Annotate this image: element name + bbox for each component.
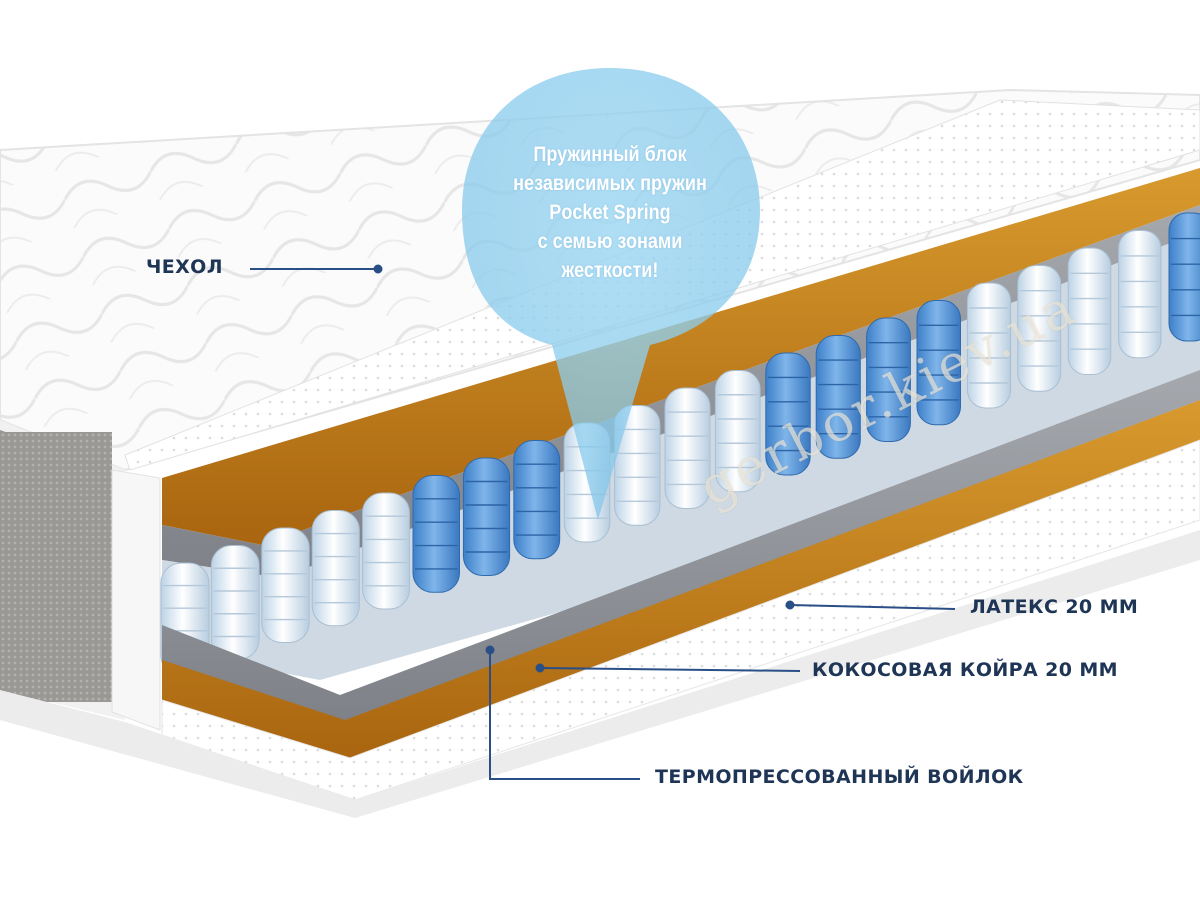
coir-bottom (162, 400, 1200, 760)
bubble-line-2: независимых пружин (513, 172, 707, 195)
label-latex: ЛАТЕКС 20 ММ (970, 596, 1139, 618)
spring-blue (412, 475, 460, 593)
spring-white (664, 387, 711, 509)
spring-white (362, 492, 410, 610)
spring-blue (815, 335, 861, 459)
spring-white (210, 545, 260, 660)
label-coir: КОКОСОВАЯ КОЙРА 20 ММ (812, 659, 1118, 681)
spring-white (1118, 230, 1162, 359)
spring-white (1017, 265, 1062, 392)
spring-white (311, 510, 360, 627)
label-felt: ТЕРМОПРЕССОВАННЫЙ ВОЙЛОК (655, 766, 1024, 788)
spring-white (966, 282, 1012, 409)
leader-coir (539, 667, 801, 672)
coir-top (162, 168, 1200, 545)
spring-blue (866, 317, 911, 442)
leader-latex (789, 604, 956, 610)
bubble-line-4: с семью зонами (537, 230, 683, 253)
felt-bottom (162, 370, 1200, 722)
spring-blue (1168, 212, 1200, 342)
cover-rim (111, 469, 161, 731)
spring-white (714, 370, 761, 493)
info-bubble (462, 68, 760, 520)
spring-white (614, 405, 661, 526)
spring-blue (765, 352, 811, 476)
bubble-text: Пружинный блок независимых пружин Pocket… (481, 140, 739, 285)
spring-block (160, 212, 1200, 677)
leader-felt (489, 650, 640, 780)
spring-blue (513, 440, 561, 560)
label-cover: ЧЕХОЛ (146, 256, 223, 278)
spring-white (1067, 247, 1112, 375)
spring-white (261, 527, 310, 643)
bubble-line-3: Pocket Spring (549, 201, 671, 224)
spring-blue (462, 457, 511, 576)
spring-blue (916, 300, 961, 426)
bubble-line-1: Пружинный блок (533, 143, 687, 166)
bubble-line-5: жесткости! (561, 259, 659, 282)
